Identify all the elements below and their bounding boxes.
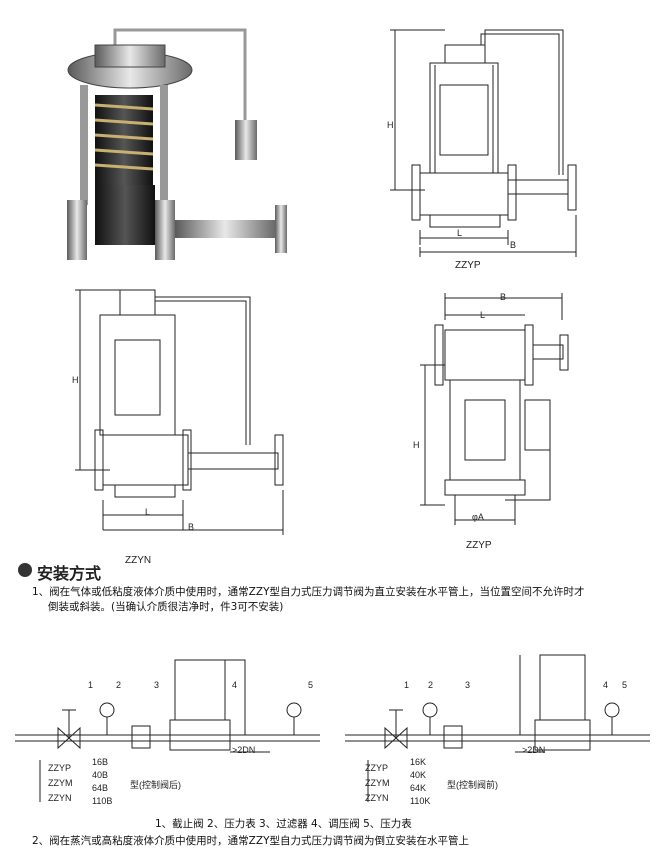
num-1-left: 1 [88, 680, 94, 690]
model-zzyn-right: ZZYN [365, 793, 389, 803]
pressure-16k: 16K [410, 757, 427, 767]
bullet-icon [18, 563, 32, 577]
dim-l-mid-left: L [145, 507, 151, 517]
zzyp-drawing-top [390, 29, 577, 257]
caption-zzyp-mid: ZZYP [466, 540, 492, 551]
valve-photo [67, 28, 287, 260]
model-zzym-right: ZZYM [365, 778, 390, 788]
legend: 1、截止阀 2、压力表 3、过滤器 4、调压阀 5、压力表 [155, 818, 412, 830]
num-4-right: 4 [603, 680, 609, 690]
num-5-left: 5 [308, 680, 314, 690]
model-zzyp-left: ZZYP [48, 763, 72, 773]
dim-2dn-right: >2DN [522, 745, 546, 755]
dim-l-mid-right: L [480, 310, 486, 320]
num-3-left: 3 [154, 680, 160, 690]
note-left: 型(控制阀后) [130, 780, 181, 790]
pressure-40b: 40B [92, 770, 109, 780]
zzyn-drawing [75, 289, 284, 535]
pressure-64k: 64K [410, 783, 427, 793]
pressure-40k: 40K [410, 770, 427, 780]
pressure-16b: 16B [92, 757, 109, 767]
para2: 2、阀在蒸汽或高粘度液体介质中使用时，通常ZZY型自力式压力调节阀为倒立安装在水… [32, 835, 469, 847]
dim-b-top: B [510, 240, 517, 250]
num-2-left: 2 [116, 680, 122, 690]
dim-h-top: H [387, 120, 394, 130]
dim-phia: φA [472, 512, 484, 522]
num-4-left: 4 [232, 680, 238, 690]
dim-l-top: L [457, 228, 463, 238]
para1-line2: 倒装或斜装。(当确认介质很洁净时，件3可不安装) [48, 601, 284, 613]
model-zzyn-left: ZZYN [48, 793, 72, 803]
section-title: 安装方式 [37, 564, 102, 583]
dim-h-mid-left: H [72, 375, 79, 385]
zzyp-drawing-mid [420, 293, 569, 525]
dim-2dn-left: >2DN [232, 745, 256, 755]
dim-b-mid-right: B [500, 292, 507, 302]
num-2-right: 2 [428, 680, 434, 690]
caption-zzyp-top: ZZYP [455, 260, 481, 271]
model-zzym-left: ZZYM [48, 778, 73, 788]
pressure-110k: 110K [410, 796, 431, 806]
pressure-64b: 64B [92, 783, 109, 793]
num-3-right: 3 [465, 680, 471, 690]
caption-zzyn: ZZYN [125, 555, 152, 566]
install-diagram-left [15, 659, 320, 802]
pressure-110b: 110B [92, 796, 113, 806]
para1-line1: 1、阀在气体或低粘度液体介质中使用时，通常ZZY型自力式压力调节阀为直立安装在水… [32, 586, 585, 598]
dim-b-mid-left: B [188, 522, 195, 532]
note-right: 型(控制阀前) [447, 780, 498, 790]
model-zzyp-right: ZZYP [365, 763, 389, 773]
install-diagram-right [345, 654, 650, 802]
num-1-right: 1 [404, 680, 410, 690]
dim-h-mid-right: H [413, 440, 420, 450]
num-5-right: 5 [622, 680, 628, 690]
